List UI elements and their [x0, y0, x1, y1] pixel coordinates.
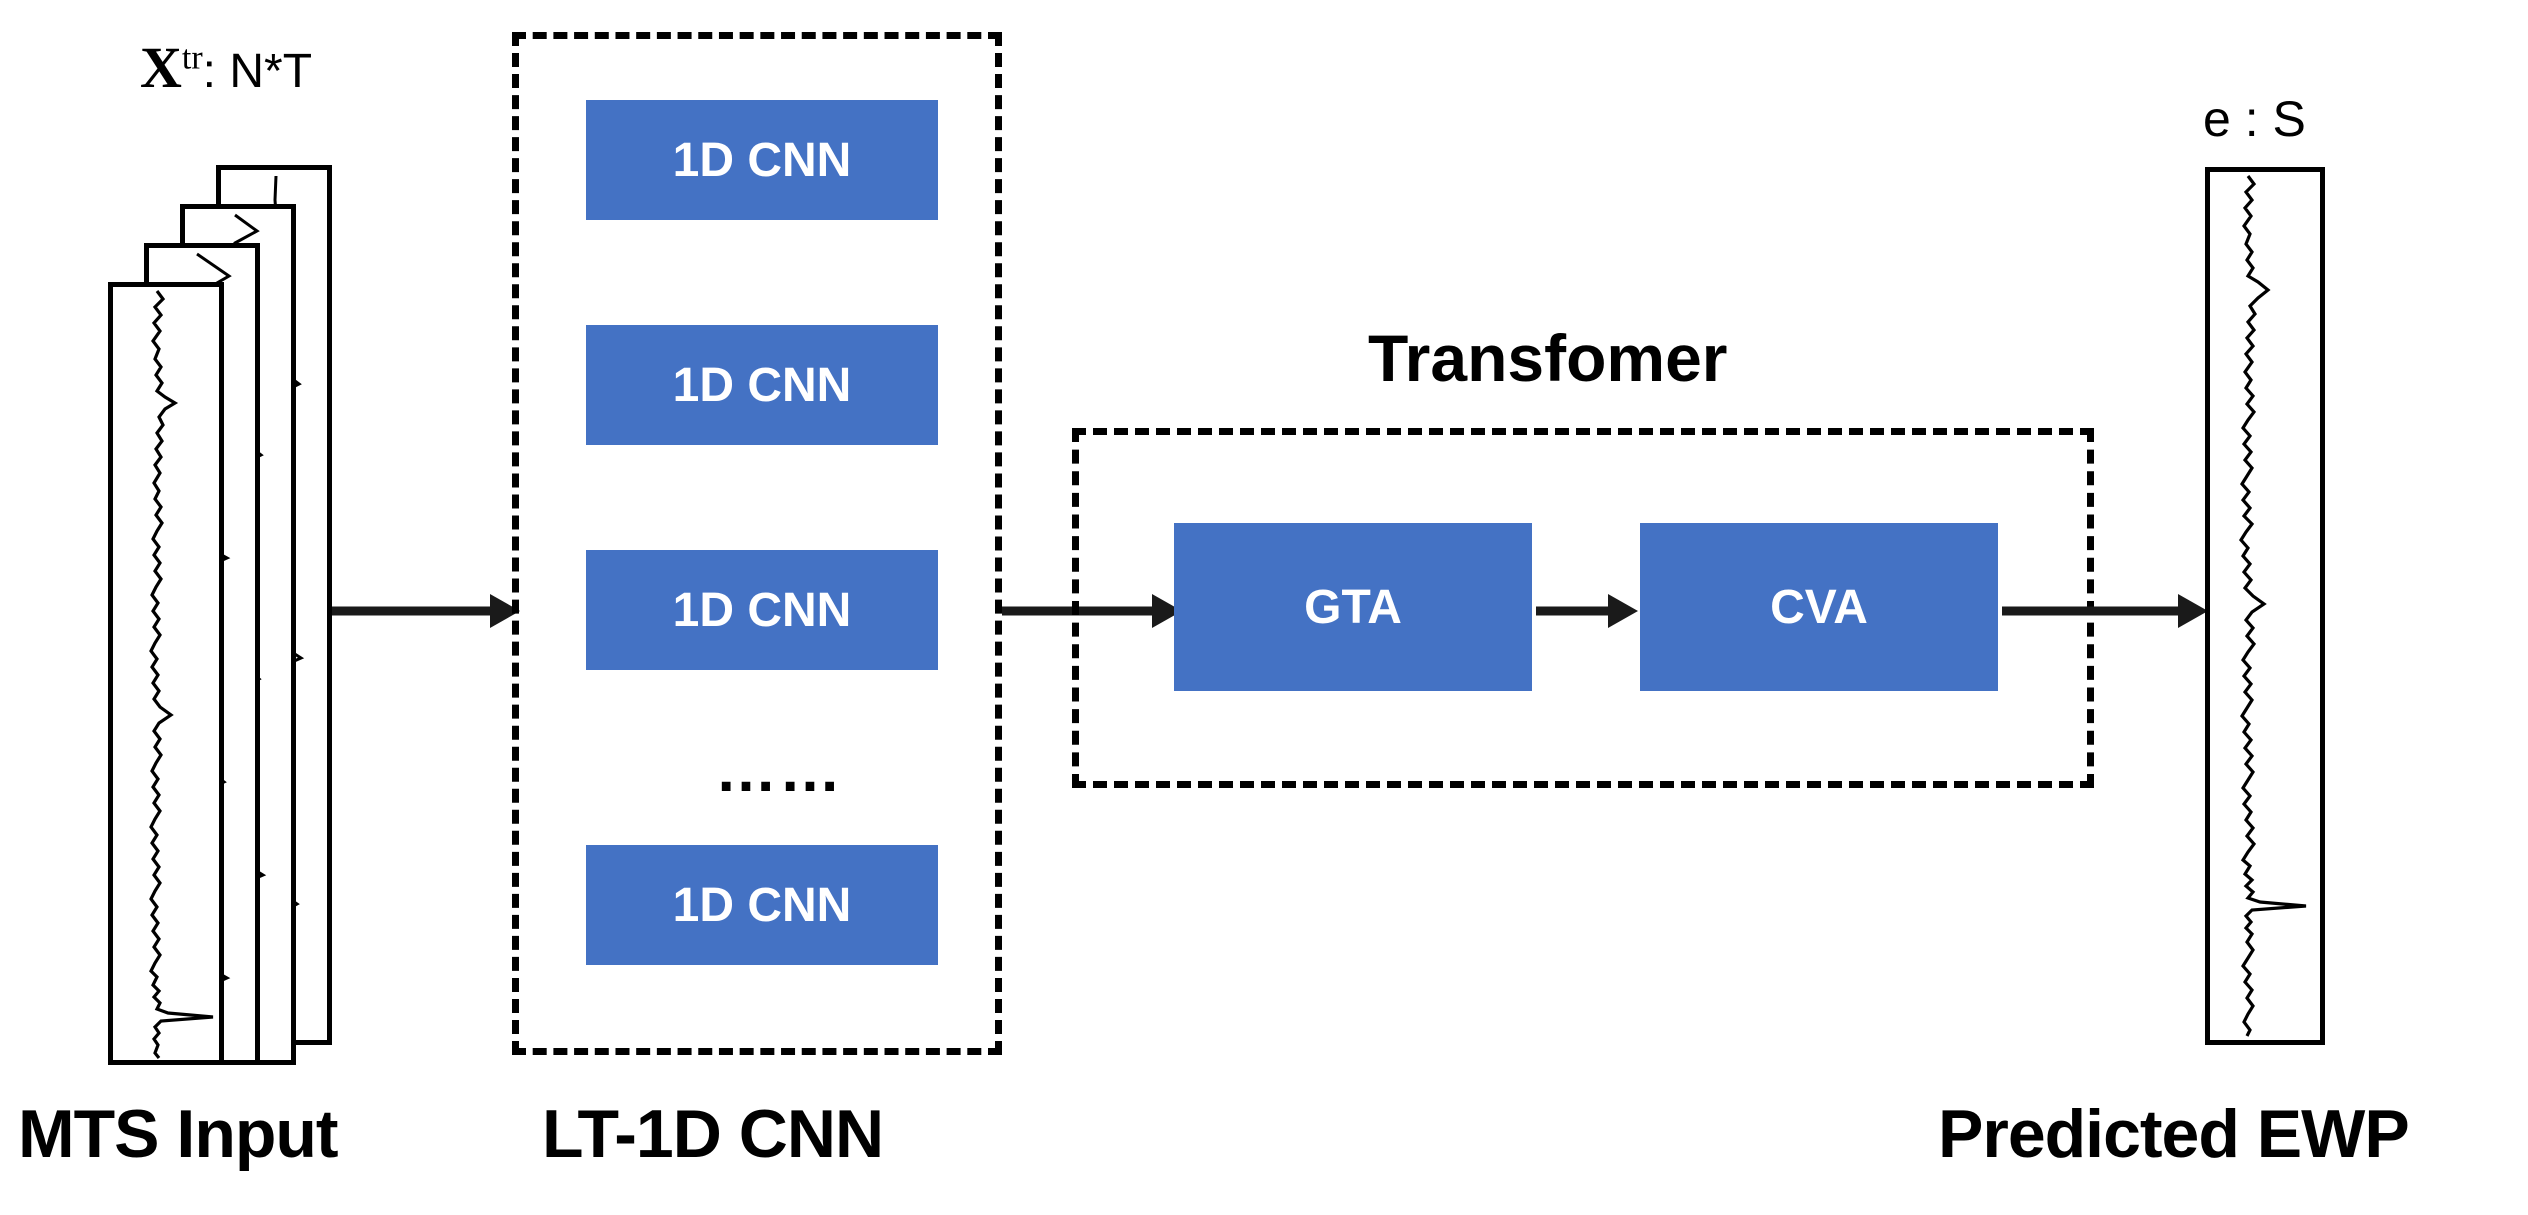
cnn-block-4[interactable]: 1D CNN — [586, 845, 938, 965]
series-waveform-1 — [149, 290, 214, 1059]
lt-1d-cnn-container — [512, 32, 1002, 1055]
output-series-panel — [2205, 167, 2325, 1045]
predicted-ewp-caption: Predicted EWP — [1938, 1096, 2410, 1172]
input-math-base: X — [140, 35, 182, 100]
transformer-title: Transfomer — [1368, 321, 1728, 395]
cnn-block-1[interactable]: 1D CNN — [586, 100, 938, 220]
arrow-input-to-cnn-icon — [332, 594, 520, 628]
output-math-label: e : S — [2203, 91, 2306, 147]
arrow-gta-to-cva-icon — [1536, 594, 1638, 628]
arrow-input-to-cnn — [330, 588, 520, 634]
cnn-block-2[interactable]: 1D CNN — [586, 325, 938, 445]
arrow-transformer-to-output-icon — [2002, 594, 2208, 628]
cnn-blocks-ellipsis: …… — [715, 736, 843, 805]
gta-block[interactable]: GTA — [1174, 523, 1532, 691]
output-waveform — [2239, 175, 2307, 1037]
cnn-block-3[interactable]: 1D CNN — [586, 550, 938, 670]
input-series-panel-1 — [108, 282, 224, 1065]
arrow-gta-to-cva — [1534, 588, 1638, 634]
input-math-superscript: tr — [181, 39, 203, 77]
input-math-label: Xtr: N*T — [140, 34, 312, 101]
cva-block[interactable]: CVA — [1640, 523, 1998, 691]
mts-input-caption: MTS Input — [18, 1096, 339, 1172]
lt-1d-cnn-caption: LT-1D CNN — [542, 1096, 884, 1172]
arrow-transformer-to-output — [2000, 588, 2208, 634]
input-math-suffix: : N*T — [202, 45, 313, 98]
